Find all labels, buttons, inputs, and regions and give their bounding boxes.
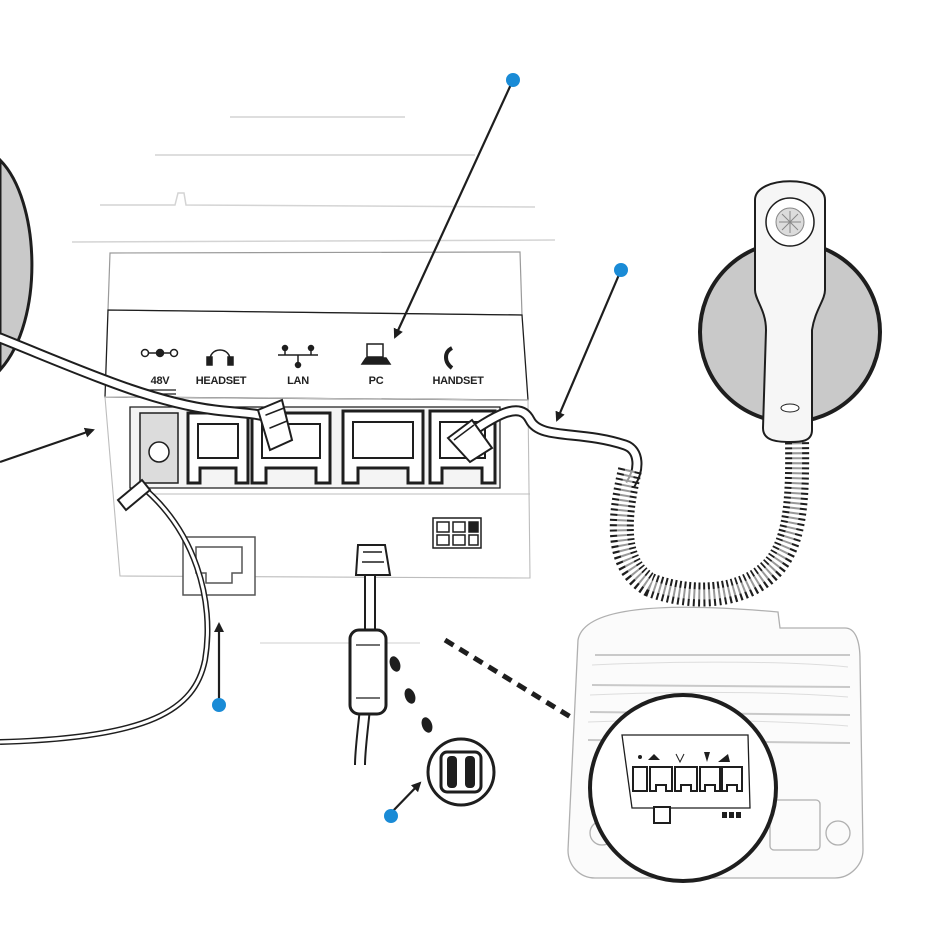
power-adapter-cable: [0, 480, 207, 742]
port-label-lan: LAN: [287, 375, 309, 387]
zoom-circle: [590, 695, 776, 881]
power-polarity-icon: [142, 350, 178, 357]
ferrite-cable-assembly: [350, 545, 390, 765]
power-jack: [140, 413, 178, 483]
port-label-power: 48V: [151, 375, 171, 387]
callout-dot-ferrite: [384, 809, 398, 823]
callout-arrow-lan: [0, 430, 93, 462]
callout-arrow-pc: [395, 80, 513, 337]
phone-top-edges: [72, 117, 555, 242]
module-connector: [433, 518, 481, 548]
port-label-pc: PC: [369, 375, 384, 387]
callout-dot-expansion: [212, 698, 226, 712]
port-icons: [142, 344, 453, 368]
port-label-headset: HEADSET: [196, 375, 247, 387]
handset-icon: [446, 348, 452, 368]
callout-arrow-handset: [557, 270, 621, 420]
port-label-handset: HANDSET: [432, 375, 484, 387]
ferrite-clip-motion-dashes: [388, 655, 435, 734]
callout-dot-handset: [614, 263, 628, 277]
computer-icon: [362, 344, 390, 364]
ferrite-core-icon: [428, 739, 494, 805]
port-labels: 48V HEADSET LAN PC HANDSET: [145, 375, 484, 394]
headset-icon: [207, 350, 233, 365]
network-icon: [278, 346, 318, 368]
callout-dot-pc: [506, 73, 520, 87]
callout-arrow-ferrite: [391, 783, 420, 813]
port-housing: [130, 407, 500, 488]
